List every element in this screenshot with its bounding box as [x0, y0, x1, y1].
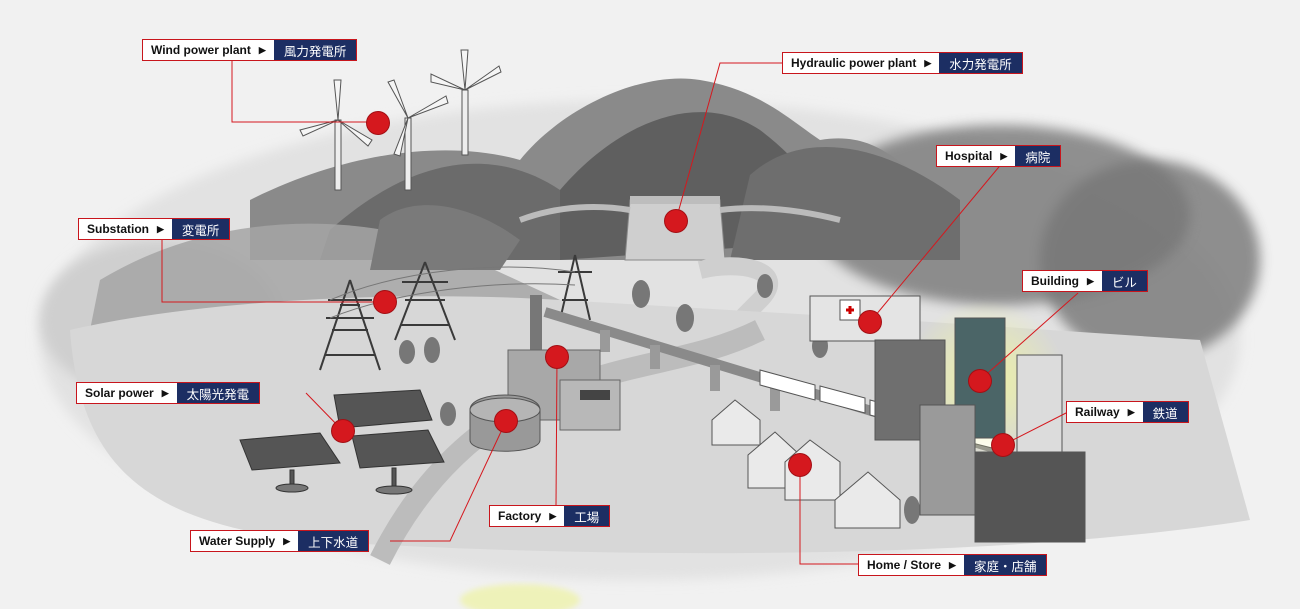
label-solar-power[interactable]: Solar power ▶ 太陽光発電 — [76, 382, 261, 404]
label-factory[interactable]: Factory ▶ 工場 — [489, 505, 611, 527]
play-arrow-icon: ▶ — [1127, 406, 1135, 417]
label-en-text: Wind power plant — [151, 43, 251, 57]
label-substation[interactable]: Substation ▶ 変電所 — [78, 218, 231, 240]
transmission-towers — [319, 254, 592, 371]
play-arrow-icon: ▶ — [283, 535, 291, 546]
marker-hydro-dot[interactable] — [665, 210, 687, 232]
label-hospital[interactable]: Hospital ▶ 病院 — [936, 145, 1062, 167]
label-en: Building ▶ — [1023, 271, 1102, 291]
label-jp: 太陽光発電 — [176, 383, 260, 403]
marker-substation-dot[interactable] — [374, 291, 396, 313]
label-en: Substation ▶ — [79, 219, 172, 239]
marker-building-dot[interactable] — [969, 370, 991, 392]
marker-wind-dot[interactable] — [367, 112, 389, 134]
label-water-supply[interactable]: Water Supply ▶ 上下水道 — [190, 530, 370, 552]
label-en: Home / Store ▶ — [859, 555, 964, 575]
play-arrow-icon: ▶ — [549, 510, 557, 521]
label-jp: 水力発電所 — [939, 53, 1022, 73]
label-en-text: Building — [1031, 274, 1079, 288]
label-jp: 上下水道 — [298, 531, 369, 551]
label-jp: 病院 — [1015, 146, 1061, 166]
label-building[interactable]: Building ▶ ビル — [1022, 270, 1148, 292]
marker-solar-dot[interactable] — [332, 420, 354, 442]
label-hydraulic-power-plant[interactable]: Hydraulic power plant ▶ 水力発電所 — [782, 52, 1023, 74]
label-en-text: Water Supply — [199, 534, 276, 548]
play-arrow-icon: ▶ — [258, 44, 266, 55]
label-jp: ビル — [1101, 271, 1147, 291]
city-buildings — [809, 295, 1086, 543]
label-en-text: Hydraulic power plant — [791, 56, 917, 70]
label-en: Railway ▶ — [1067, 402, 1143, 422]
play-arrow-icon: ▶ — [924, 57, 932, 68]
play-arrow-icon: ▶ — [1000, 150, 1008, 161]
solar-panels — [239, 389, 445, 495]
label-jp: 家庭・店舗 — [963, 555, 1047, 575]
label-en-text: Factory — [498, 509, 542, 523]
label-en-text: Hospital — [945, 149, 993, 163]
label-en: Wind power plant ▶ — [143, 40, 274, 60]
play-arrow-icon: ▶ — [157, 223, 164, 234]
marker-railway-dot[interactable] — [992, 434, 1014, 456]
play-arrow-icon: ▶ — [949, 559, 956, 570]
label-wind-power-plant[interactable]: Wind power plant ▶ 風力発電所 — [142, 39, 358, 61]
trees — [399, 274, 920, 524]
label-en: Water Supply ▶ — [191, 531, 298, 551]
label-en: Factory ▶ — [490, 506, 564, 526]
marker-factory-dot[interactable] — [546, 346, 568, 368]
play-arrow-icon: ▶ — [1087, 275, 1094, 286]
label-en-text: Railway — [1075, 405, 1120, 419]
wind-turbines — [299, 49, 502, 191]
label-en-text: Substation — [87, 222, 149, 236]
marker-hospital-dot[interactable] — [859, 311, 881, 333]
label-home-store[interactable]: Home / Store ▶ 家庭・店舗 — [858, 554, 1048, 576]
label-jp: 工場 — [564, 506, 610, 526]
label-jp: 変電所 — [171, 219, 230, 239]
play-arrow-icon: ▶ — [161, 387, 169, 398]
mountains — [90, 78, 960, 330]
marker-home-dot[interactable] — [789, 454, 811, 476]
label-en: Hospital ▶ — [937, 146, 1015, 166]
label-en-text: Solar power — [85, 386, 154, 400]
label-jp: 鉄道 — [1142, 402, 1188, 422]
label-jp: 風力発電所 — [273, 40, 357, 60]
label-en: Hydraulic power plant ▶ — [783, 53, 939, 73]
label-en-text: Home / Store — [867, 558, 942, 572]
label-railway[interactable]: Railway ▶ 鉄道 — [1066, 401, 1189, 423]
marker-water-dot[interactable] — [495, 410, 517, 432]
label-en: Solar power ▶ — [77, 383, 177, 403]
